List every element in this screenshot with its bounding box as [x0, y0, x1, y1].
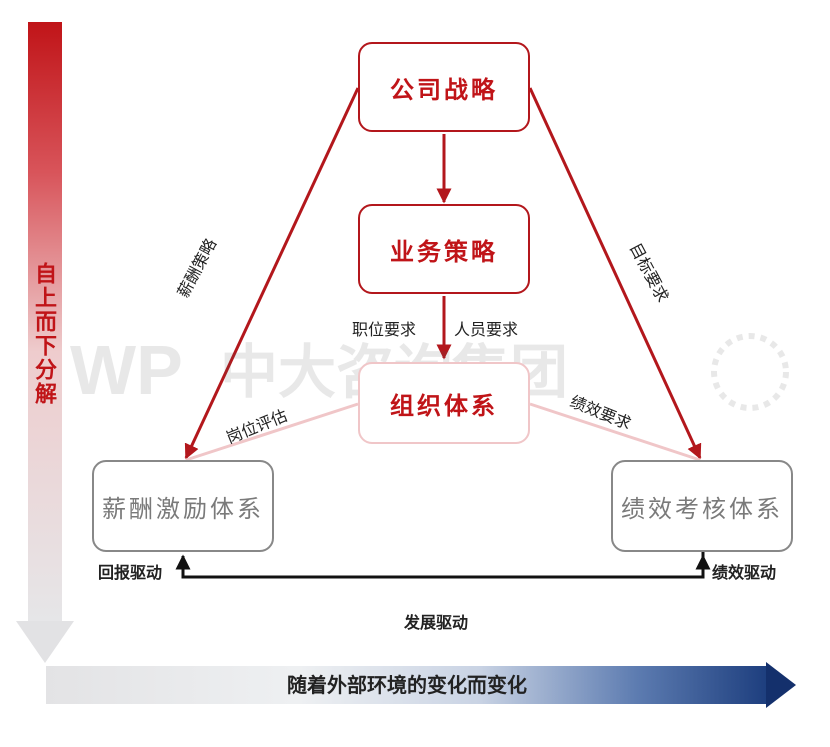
org-system-box: 组织体系	[358, 362, 530, 444]
business-strategy-label: 业务策略	[390, 237, 498, 266]
performance-appraisal-box: 绩效考核体系	[611, 460, 793, 552]
edge-org-to-performance	[529, 402, 701, 462]
environment-arrow-head	[766, 662, 796, 708]
top-down-arrow-head	[16, 621, 74, 663]
top-down-label: 自上而下分解	[31, 262, 56, 406]
salary-incentive-label: 薪酬激励体系	[102, 494, 264, 523]
environment-label: 随着外部环境的变化而变化	[287, 673, 527, 697]
top-down-arrow-bar	[28, 22, 62, 622]
performance-appraisal-label: 绩效考核体系	[621, 494, 783, 523]
edge-development-feedback	[175, 552, 705, 579]
salary-incentive-box: 薪酬激励体系	[92, 460, 274, 552]
business-strategy-box: 业务策略	[358, 204, 530, 294]
company-strategy-box: 公司战略	[358, 42, 530, 132]
position-requirement-label: 职位要求	[352, 320, 417, 339]
svg-text:WP: WP	[70, 331, 183, 409]
return-drive-label: 回报驱动	[98, 563, 163, 582]
edge-org-to-salary	[185, 402, 359, 462]
staff-requirement-label: 人员要求	[454, 320, 519, 339]
edge-strategy-to-salary	[184, 87, 360, 460]
edge-strategy-to-performance	[528, 87, 702, 460]
company-strategy-label: 公司战略	[390, 75, 498, 104]
performance-drive-label: 绩效驱动	[712, 563, 777, 582]
org-system-label: 组织体系	[390, 391, 498, 420]
development-drive-label: 发展驱动	[404, 613, 469, 632]
environment-arrow-bar	[46, 666, 768, 704]
